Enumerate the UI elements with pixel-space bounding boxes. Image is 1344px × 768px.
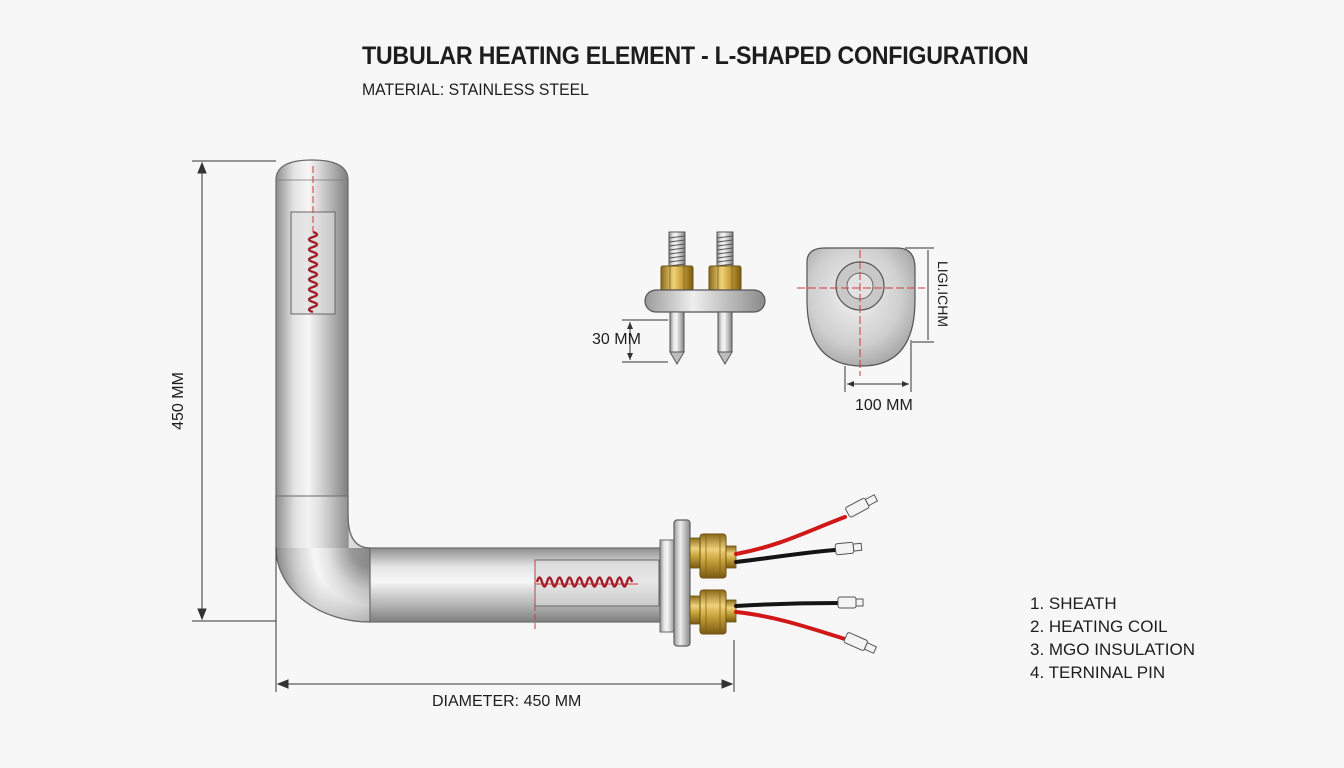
legend-item-heating-coil: 2. HEATING COIL — [1030, 617, 1168, 636]
wire-connectors — [834, 494, 879, 654]
diagram-subtitle: MATERIAL: STAINLESS STEEL — [362, 80, 589, 99]
legend-item-terminal-pin: 4. TERNINAL PIN — [1030, 663, 1166, 682]
heating-coil-vertical — [290, 166, 336, 315]
lead-wires — [734, 515, 850, 642]
diagram-title: TUBULAR HEATING ELEMENT - L-SHAPED CONFI… — [362, 42, 1029, 70]
heating-coil-horizontal — [534, 559, 660, 632]
wire-red-lower — [734, 610, 850, 642]
height-dimension-label: 450 MM — [169, 372, 187, 430]
diameter-dimension-label: DIAMETER: 450 MM — [432, 693, 582, 710]
cross-section-detail — [797, 247, 934, 392]
pin-length-dimension-label: 30 MM — [592, 331, 641, 348]
dimension-lines — [192, 160, 735, 692]
flange-width-dimension-label: 100 MM — [855, 397, 913, 414]
side-dimension-label: LIGI.ICHM — [935, 260, 952, 328]
legend-item-mgo-insulation: 3. MGO INSULATION — [1030, 640, 1195, 659]
terminal-head — [659, 519, 737, 647]
parts-legend: 1. SHEATH 2. HEATING COIL 3. MGO INSULAT… — [1030, 592, 1195, 684]
wire-red-upper — [734, 515, 847, 556]
wire-black-upper — [734, 548, 837, 564]
terminal-pin-detail — [622, 231, 766, 365]
wire-black-lower — [734, 601, 840, 608]
legend-item-sheath: 1. SHEATH — [1030, 594, 1117, 613]
